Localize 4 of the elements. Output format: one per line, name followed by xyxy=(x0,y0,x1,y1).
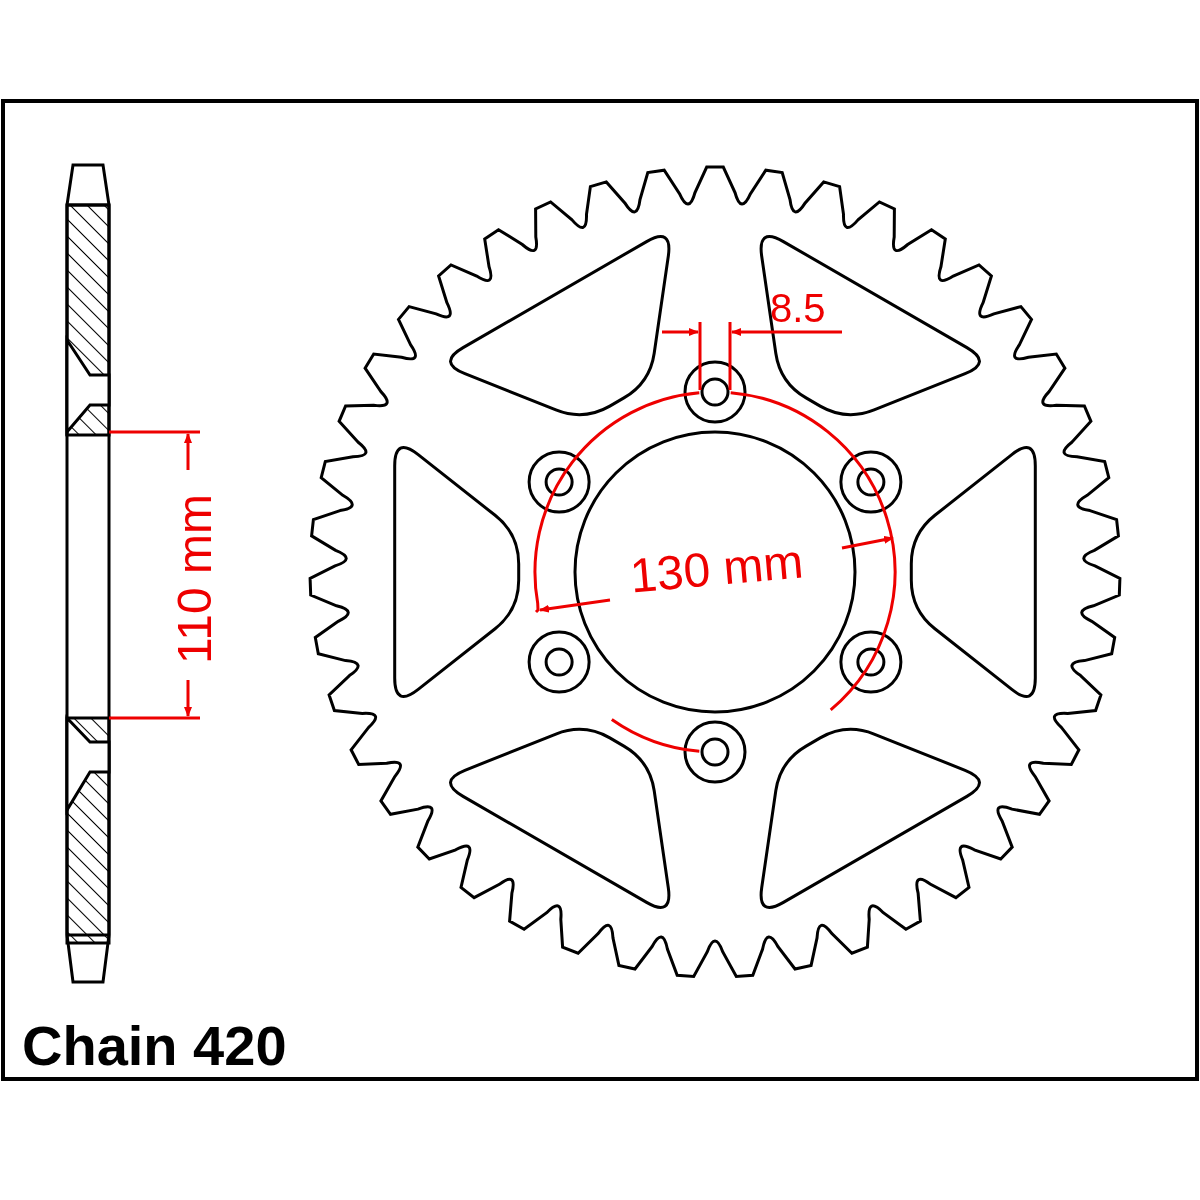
dimension-label: 130 mm xyxy=(628,537,806,601)
dimension-label: 8.5 xyxy=(770,288,826,328)
dimension-label: 110 mm xyxy=(170,494,219,664)
chain-size-label: Chain 420 xyxy=(22,1018,287,1074)
